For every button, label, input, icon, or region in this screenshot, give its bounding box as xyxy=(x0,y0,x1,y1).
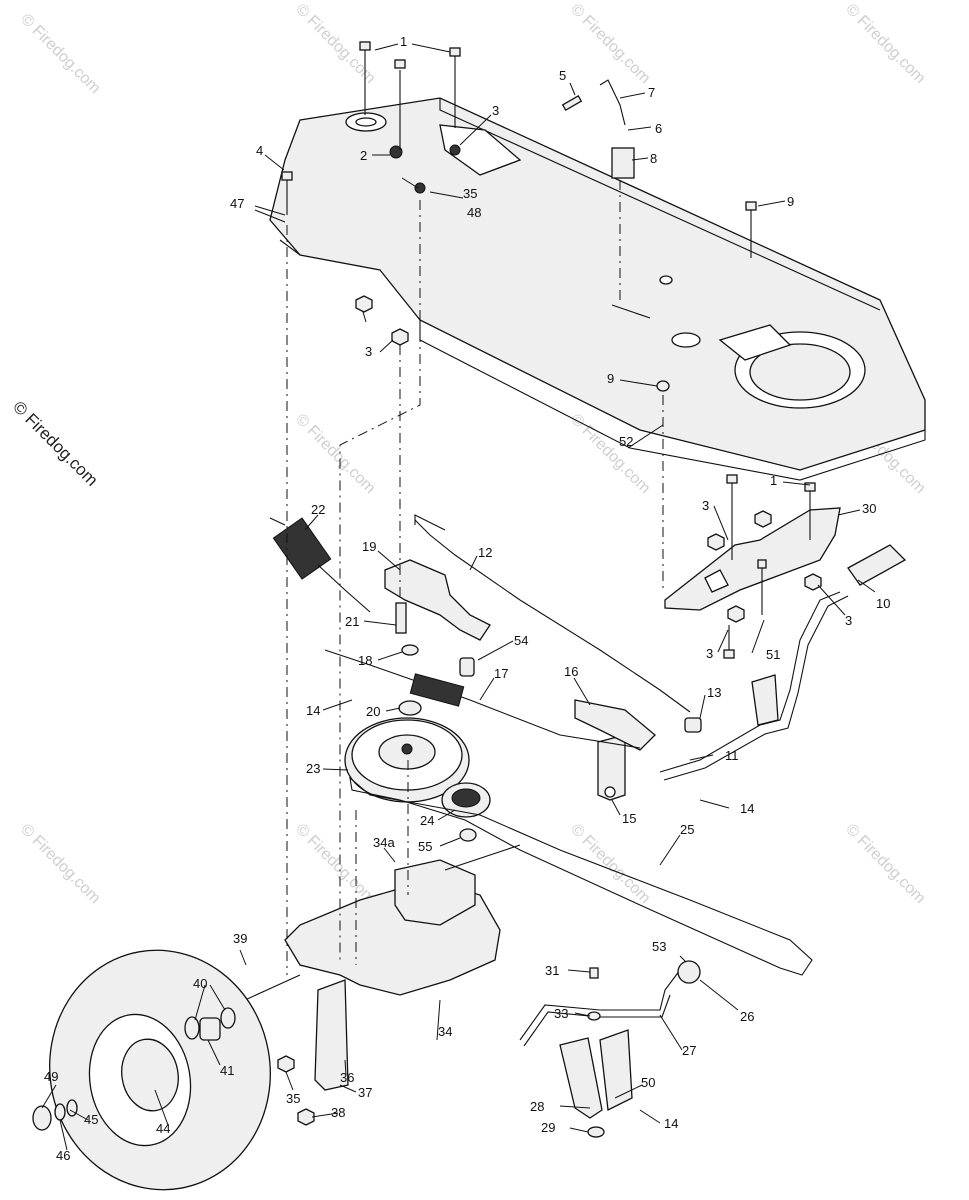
part-label: 3 xyxy=(492,103,499,118)
brake-pedal xyxy=(597,544,907,801)
part-label: 18 xyxy=(358,653,372,668)
part-label: 1 xyxy=(770,473,777,488)
watermark-tile: © Firedog.com xyxy=(842,1,928,87)
part-label: 53 xyxy=(652,939,666,954)
part-label: 19 xyxy=(362,539,376,554)
part-label: 40 xyxy=(193,976,207,991)
idler-spring xyxy=(409,673,465,707)
rear-wheel xyxy=(49,949,271,1191)
part-label: 52 xyxy=(619,434,633,449)
washer xyxy=(220,1007,236,1029)
part-label: 34 xyxy=(438,1024,452,1039)
part-label: 24 xyxy=(420,813,434,828)
watermark-tile: © Firedog.com xyxy=(292,411,378,497)
part-label: 35 xyxy=(286,1091,300,1106)
alignment-lines xyxy=(286,180,664,975)
part-label: 14 xyxy=(664,1116,678,1131)
part-label: 22 xyxy=(311,502,325,517)
shift-lever xyxy=(519,960,701,1119)
part-label: 13 xyxy=(707,685,721,700)
spacer xyxy=(199,1017,221,1041)
part-label: 50 xyxy=(641,1075,655,1090)
transaxle xyxy=(244,844,521,1001)
part-label: 14 xyxy=(306,703,320,718)
part-label: 33 xyxy=(554,1006,568,1021)
part-label: 44 xyxy=(156,1121,170,1136)
part-label: 12 xyxy=(478,545,492,560)
idler-bracket xyxy=(384,559,491,641)
watermark-tile: © Firedog.com xyxy=(17,821,103,907)
watermark-tile: © Firedog.com xyxy=(292,821,378,907)
part-label: 3 xyxy=(702,498,709,513)
watermark-main: © Firedog.com xyxy=(9,397,101,489)
brake-arm xyxy=(574,699,656,751)
part-label: 31 xyxy=(545,963,559,978)
part-label: 37 xyxy=(358,1085,372,1100)
part-label: 27 xyxy=(682,1043,696,1058)
part-label: 38 xyxy=(331,1105,345,1120)
watermark-tile: © Firedog.com xyxy=(17,11,103,97)
part-label: 54 xyxy=(514,633,528,648)
part-label: 9 xyxy=(787,194,794,209)
part-label: 45 xyxy=(84,1112,98,1127)
part-label: 6 xyxy=(655,121,662,136)
part-labels: 1 1 2 3 3 3 3 3 4 5 6 7 8 9 9 10 11 12 1… xyxy=(44,34,890,1163)
part-label: 28 xyxy=(530,1099,544,1114)
part-label: 47 xyxy=(230,196,244,211)
part-label: 1 xyxy=(400,34,407,49)
part-label: 46 xyxy=(56,1148,70,1163)
part-label: 7 xyxy=(648,85,655,100)
part-label: 29 xyxy=(541,1120,555,1135)
part-label: 48 xyxy=(467,205,481,220)
spring xyxy=(269,517,371,613)
bushing xyxy=(184,1016,200,1040)
part-label: 41 xyxy=(220,1063,234,1078)
part-label: 17 xyxy=(494,666,508,681)
drive-pulley xyxy=(344,717,470,803)
part-label: 15 xyxy=(622,811,636,826)
part-label: 34a xyxy=(373,835,395,850)
idler-pulley xyxy=(441,782,491,818)
leader-lines xyxy=(41,43,876,1151)
drive-belt xyxy=(349,776,813,976)
part-label: 26 xyxy=(740,1009,754,1024)
part-label: 36 xyxy=(340,1070,354,1085)
brake-cable xyxy=(414,519,691,713)
part-label: 3 xyxy=(365,344,372,359)
pedal-bracket xyxy=(664,507,841,611)
part-label: 3 xyxy=(706,646,713,661)
watermark-tile: © Firedog.com xyxy=(567,821,653,907)
hub-cap xyxy=(32,1105,52,1131)
frame-plate xyxy=(269,97,926,481)
watermark-tile: © Firedog.com xyxy=(567,1,653,87)
fasteners xyxy=(277,41,822,1138)
part-label: 9 xyxy=(607,371,614,386)
transaxle-bracket xyxy=(314,979,349,1091)
part-label: 8 xyxy=(650,151,657,166)
part-label: 2 xyxy=(360,148,367,163)
part-label: 35 xyxy=(463,186,477,201)
part-label: 14 xyxy=(740,801,754,816)
part-label: 39 xyxy=(233,931,247,946)
part-label: 11 xyxy=(725,748,739,763)
part-label: 3 xyxy=(845,613,852,628)
part-label: 49 xyxy=(44,1069,58,1084)
part-label: 20 xyxy=(366,704,380,719)
part-label: 51 xyxy=(766,647,780,662)
part-label: 30 xyxy=(862,501,876,516)
part-label: 10 xyxy=(876,596,890,611)
part-label: 5 xyxy=(559,68,566,83)
part-label: 16 xyxy=(564,664,578,679)
part-label: 25 xyxy=(680,822,694,837)
part-label: 21 xyxy=(345,614,359,629)
control-rod xyxy=(324,649,641,749)
watermark-tile: © Firedog.com xyxy=(842,821,928,907)
part-label: 23 xyxy=(306,761,320,776)
hub-washer xyxy=(54,1103,66,1121)
part-label: 4 xyxy=(256,143,263,158)
part-label: 55 xyxy=(418,839,432,854)
